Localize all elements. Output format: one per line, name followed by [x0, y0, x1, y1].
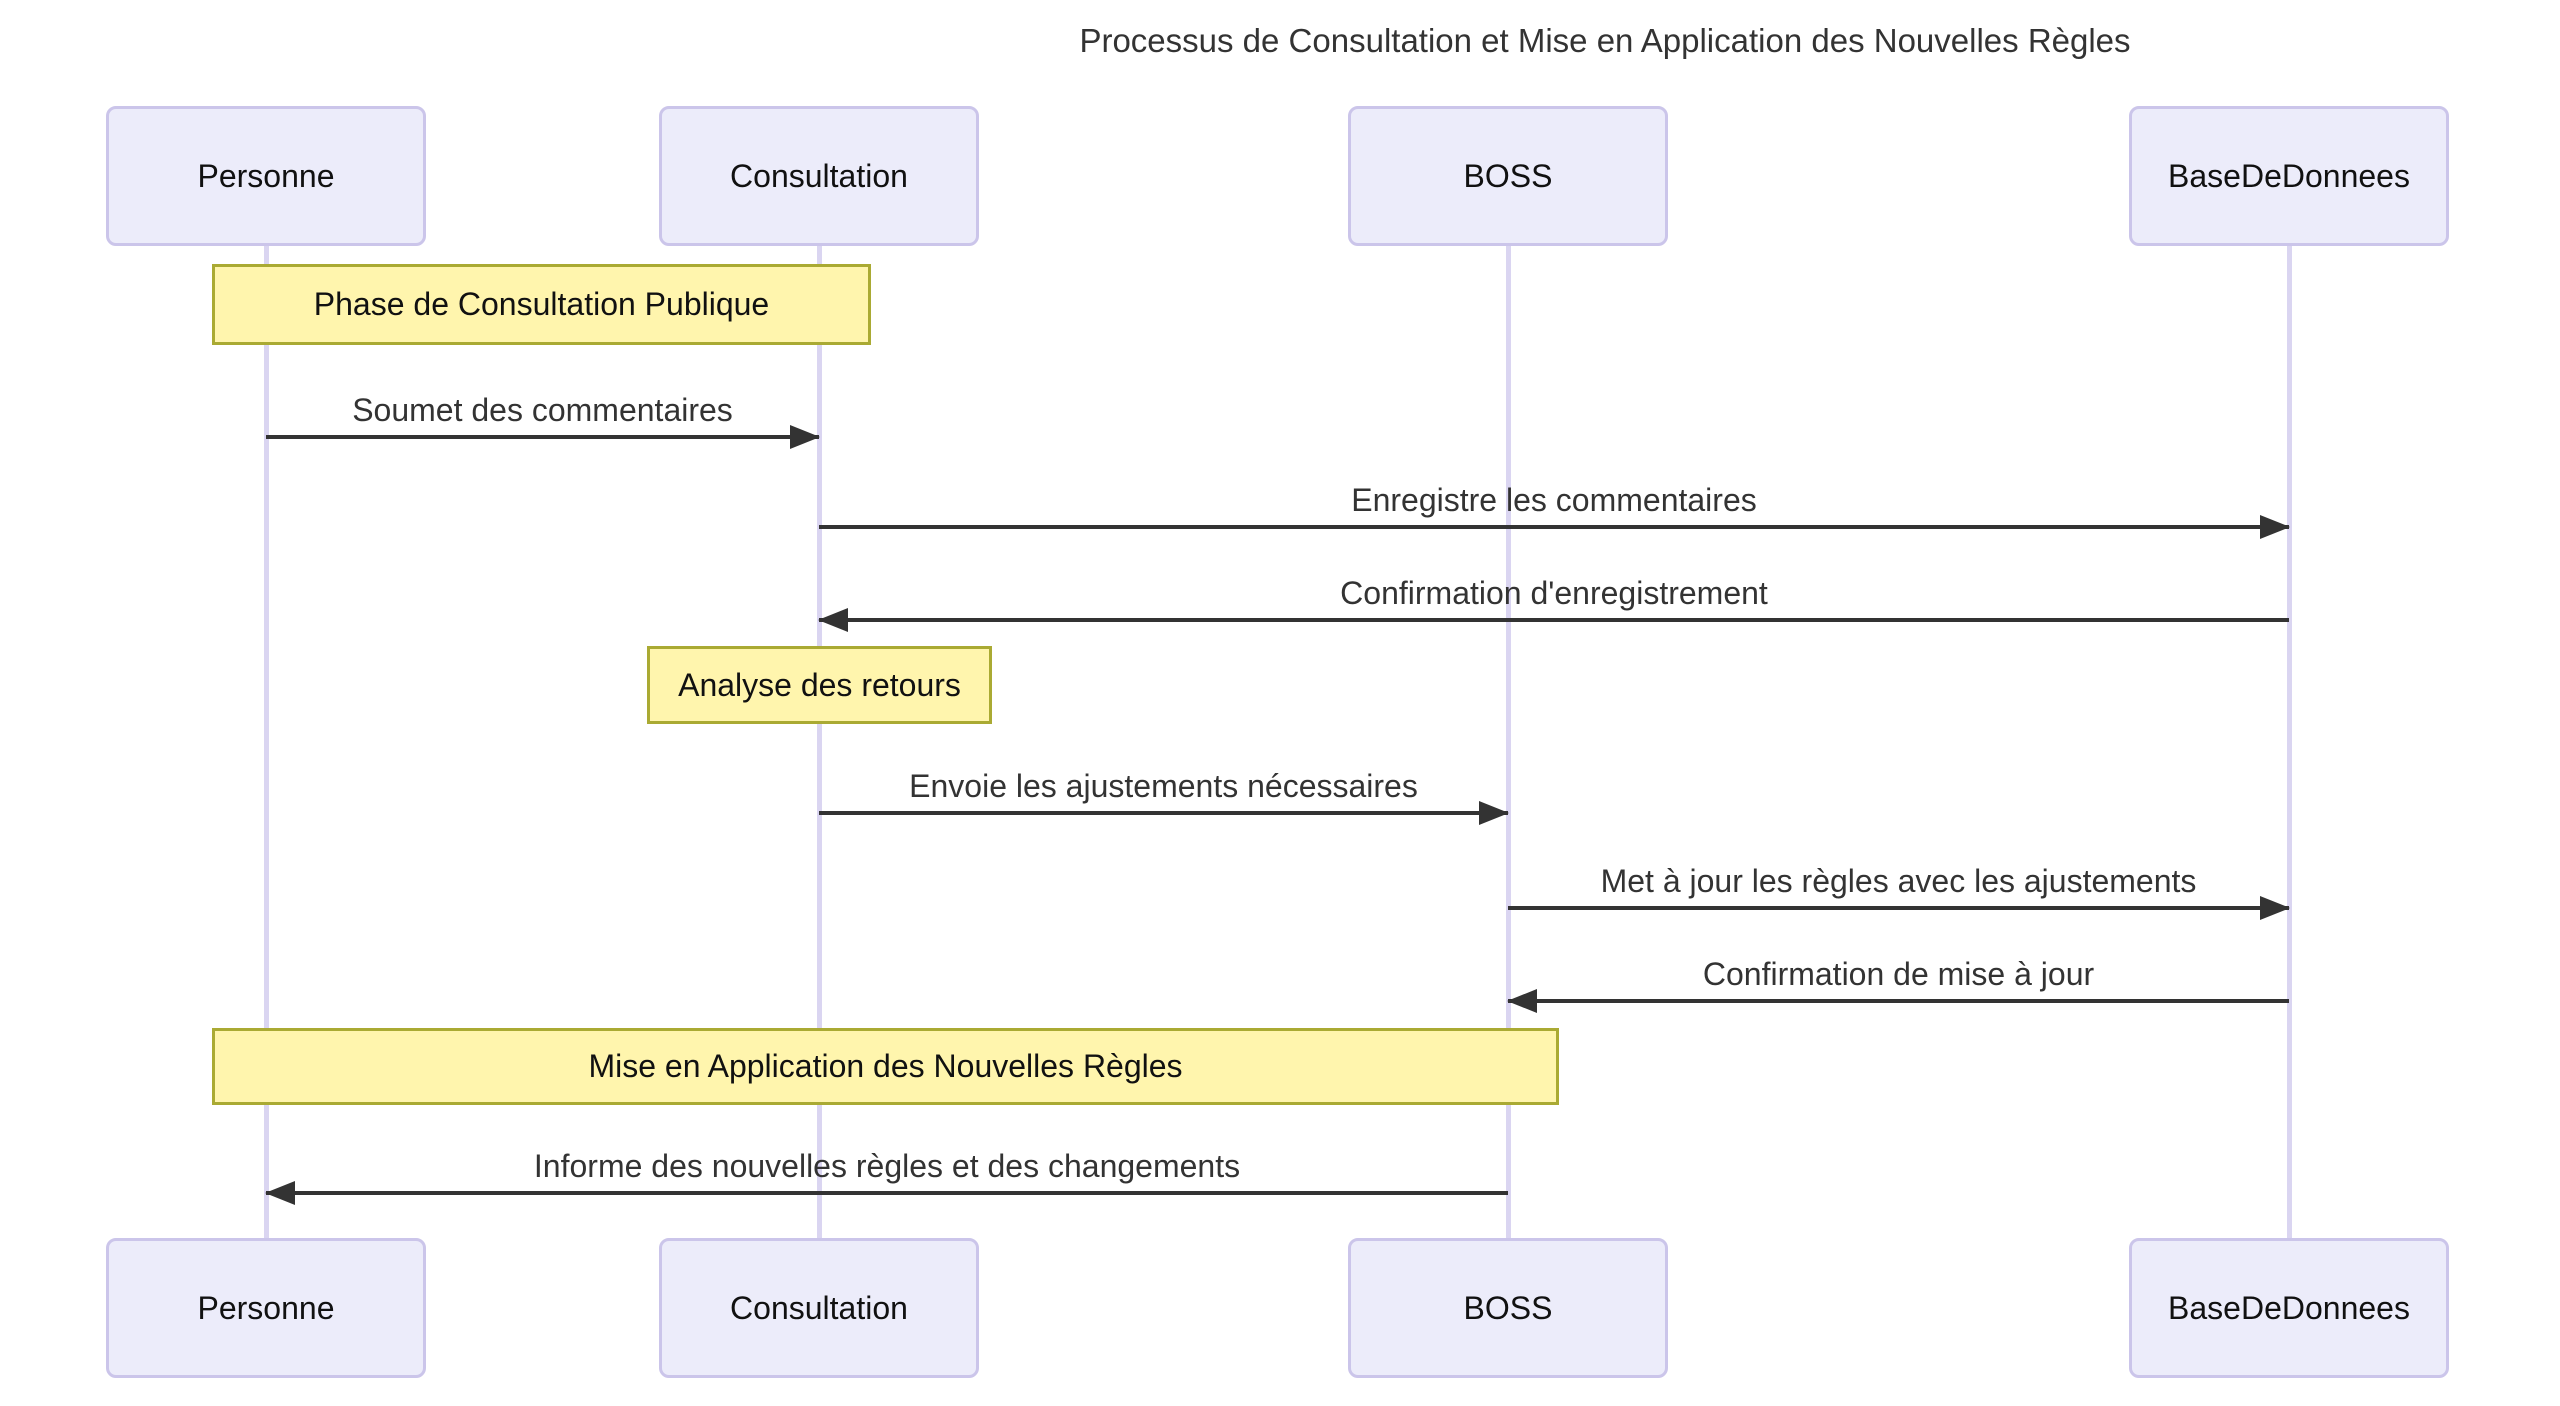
lifeline-boss	[1506, 245, 1511, 1238]
participant-personne-bottom: Personne	[106, 1238, 426, 1378]
arrowhead-right-icon	[2260, 896, 2290, 920]
note-mise-en-application: Mise en Application des Nouvelles Règles	[212, 1028, 1559, 1105]
arrowhead-right-icon	[790, 425, 820, 449]
message-arrow	[265, 1181, 1508, 1205]
message-label: Confirmation d'enregistrement	[1340, 575, 1768, 611]
message-arrow	[1507, 989, 2289, 1013]
message-label: Envoie les ajustements nécessaires	[909, 768, 1418, 804]
lifeline-basededonnees	[2287, 245, 2292, 1238]
message-label: Enregistre les commentaires	[1351, 482, 1757, 518]
lifeline-personne	[264, 245, 269, 1238]
message-arrow	[818, 608, 2289, 632]
message-confirmation-enregistrement: Confirmation d'enregistrement	[818, 575, 2289, 632]
message-label: Informe des nouvelles règles et des chan…	[533, 1148, 1241, 1184]
message-soumet-commentaires: Soumet des commentaires	[266, 392, 820, 449]
participant-boss-top: BOSS	[1348, 106, 1668, 246]
participant-basededonnees-bottom: BaseDeDonnees	[2129, 1238, 2449, 1378]
message-informe-nouvelles-regles: Informe des nouvelles règles et des chan…	[265, 1148, 1508, 1205]
participant-consultation-top: Consultation	[659, 106, 979, 246]
message-label: Confirmation de mise à jour	[1702, 956, 2095, 992]
message-arrow	[1508, 896, 2290, 920]
message-arrow	[819, 515, 2290, 539]
participant-personne-top: Personne	[106, 106, 426, 246]
message-arrow	[266, 425, 820, 449]
arrowhead-left-icon	[1507, 989, 1537, 1013]
note-analyse-des-retours: Analyse des retours	[647, 646, 992, 724]
participant-boss-bottom: BOSS	[1348, 1238, 1668, 1378]
note-phase-consultation-publique: Phase de Consultation Publique	[212, 264, 871, 345]
message-met-a-jour-regles: Met à jour les règles avec les ajustemen…	[1508, 863, 2290, 920]
message-confirmation-mise-a-jour: Confirmation de mise à jour	[1507, 956, 2289, 1013]
arrowhead-right-icon	[2260, 515, 2290, 539]
diagram-title: Processus de Consultation et Mise en App…	[1079, 22, 2131, 59]
arrowhead-right-icon	[1479, 801, 1509, 825]
arrowhead-left-icon	[265, 1181, 295, 1205]
message-label: Soumet des commentaires	[352, 392, 733, 428]
message-enregistre-commentaires: Enregistre les commentaires	[819, 482, 2290, 539]
participant-basededonnees-top: BaseDeDonnees	[2129, 106, 2449, 246]
message-envoie-ajustements: Envoie les ajustements nécessaires	[819, 768, 1509, 825]
message-label: Met à jour les règles avec les ajustemen…	[1600, 863, 2197, 899]
arrowhead-left-icon	[818, 608, 848, 632]
message-arrow	[819, 801, 1509, 825]
lifeline-consultation	[817, 245, 822, 1238]
participant-consultation-bottom: Consultation	[659, 1238, 979, 1378]
